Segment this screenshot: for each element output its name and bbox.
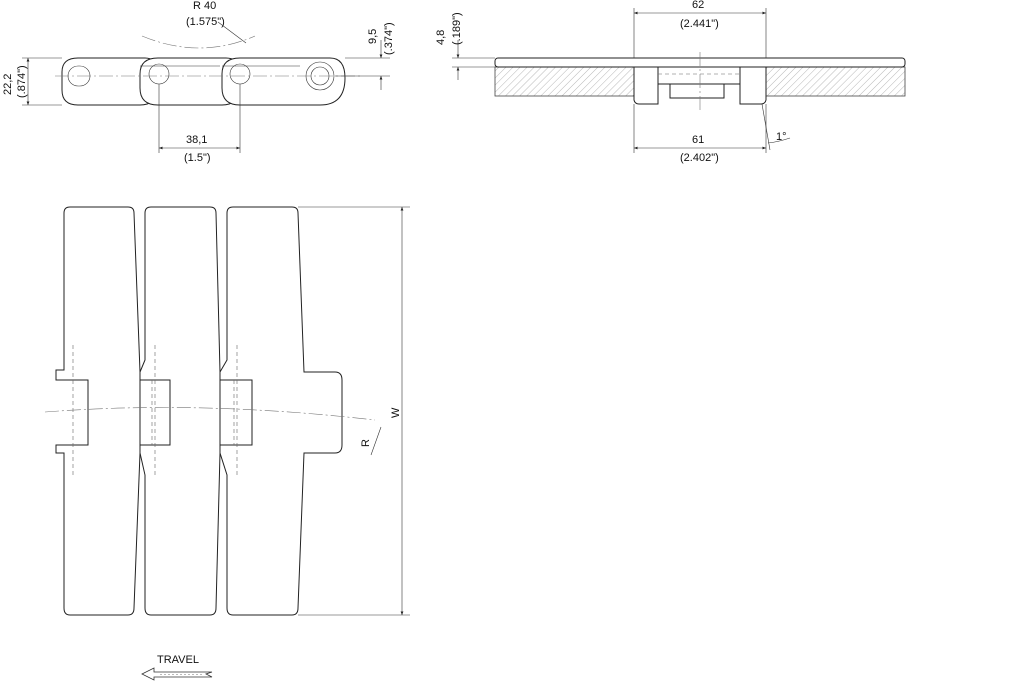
- plan-centerline: [44, 407, 376, 421]
- pitch-label-in: (1.5"): [184, 152, 211, 164]
- plate-thickness-label: 4,8: [435, 30, 447, 45]
- radius-leader: [217, 21, 247, 44]
- plan-link-2: [139, 206, 221, 616]
- pin-offset-label-in: (.374"): [383, 22, 395, 55]
- wear-strip-left: [494, 66, 635, 97]
- travel-arrow-icon: [141, 667, 213, 681]
- angle-label: 1°: [776, 131, 787, 143]
- height-label: 22,2: [2, 74, 14, 95]
- hinge-bridge: [657, 66, 741, 85]
- plan-link-1: [55, 206, 141, 616]
- side-view: R 40 (1.575") 22,2 (.874"): [2, 0, 395, 164]
- plan-radius-label: R: [360, 439, 372, 447]
- hinge-right: [739, 66, 767, 105]
- top-width-label: 62: [692, 0, 704, 11]
- pitch-label: 38,1: [186, 134, 207, 146]
- pin-offset-label: 9,5: [367, 29, 379, 44]
- travel-indicator: TRAVEL: [141, 654, 213, 681]
- end-view: 62 (2.441") 61 (2.402") 1° 4,8 (.189"): [435, 0, 906, 164]
- height-label-in: (.874"): [16, 65, 28, 98]
- travel-label: TRAVEL: [157, 654, 199, 666]
- chain-link-3: [221, 57, 346, 106]
- radius-arc: [141, 35, 256, 49]
- plan-link-3: [219, 206, 343, 616]
- hinge-left: [633, 66, 659, 105]
- pin-boss: [669, 83, 725, 99]
- radius-label: R 40: [193, 0, 216, 12]
- plan-view: R W: [44, 206, 410, 616]
- bottom-width-label: 61: [692, 134, 704, 146]
- wear-strip-right: [765, 66, 906, 97]
- width-label: W: [390, 407, 402, 418]
- plate-thickness-label-in: (.189"): [451, 12, 463, 45]
- radius-label-in: (1.575"): [186, 16, 225, 28]
- bottom-width-label-in: (2.402"): [680, 152, 719, 164]
- top-width-label-in: (2.441"): [680, 18, 719, 30]
